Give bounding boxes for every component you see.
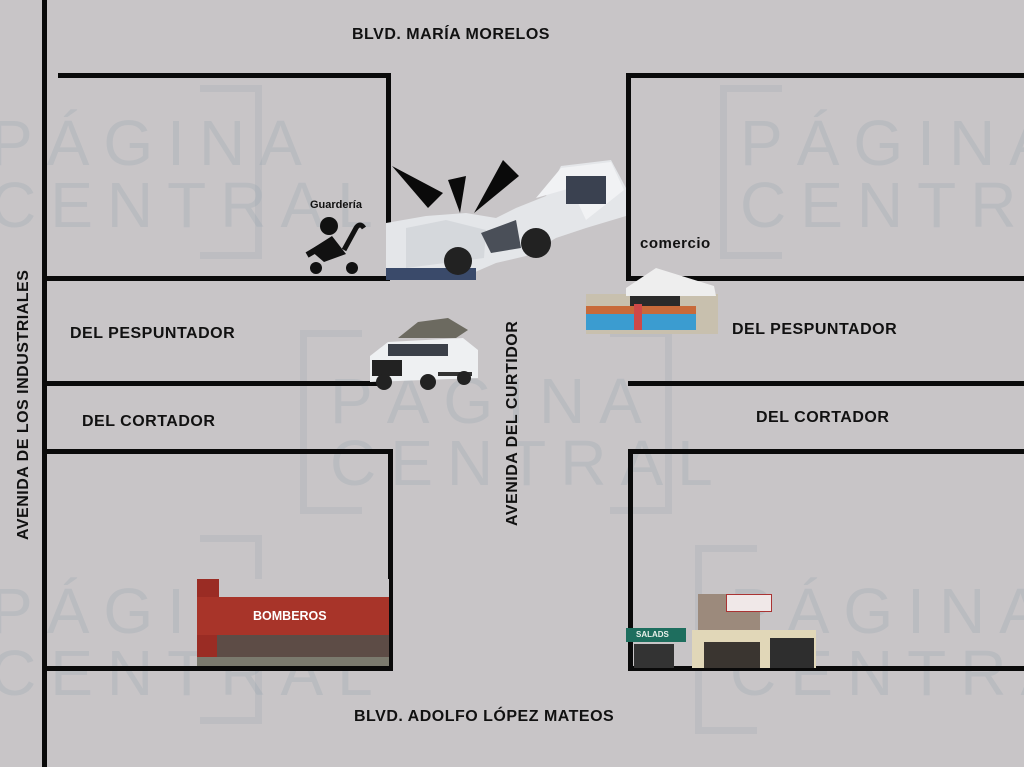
watermark-bracket — [200, 85, 262, 259]
watermark-bracket — [300, 330, 362, 514]
watermark: PÁGINA CENTRAL — [0, 107, 387, 241]
store-photo: SALADS — [624, 592, 816, 668]
watermark: PÁGINA CENTRAL — [740, 107, 1024, 241]
street-label-left: AVENIDA DE LOS INDUSTRIALES — [15, 269, 32, 540]
block-edge — [44, 381, 384, 386]
street-label-center: AVENIDA DEL CURTIDOR — [504, 320, 521, 526]
block-edge — [386, 73, 391, 280]
block-edge — [626, 73, 631, 280]
crash-photo — [386, 160, 626, 280]
fire-station-photo: BOMBEROS — [197, 579, 389, 666]
watermark-bracket — [720, 85, 782, 259]
block-edge — [44, 449, 392, 454]
market-stall-photo — [586, 268, 718, 334]
block-edge — [44, 276, 390, 281]
block-edge — [628, 449, 1024, 454]
block-edge — [626, 276, 1024, 281]
store-sign: SALADS — [626, 628, 686, 642]
street-label-pespuntador-right: DEL PESPUNTADOR — [732, 321, 898, 338]
block-edge — [626, 73, 1024, 78]
street-label-cortador-right: DEL CORTADOR — [756, 409, 890, 426]
commerce-label: comercio — [640, 235, 711, 252]
fire-station-sign: BOMBEROS — [253, 609, 327, 623]
impact-icon — [392, 160, 519, 213]
national-guard-truck-photo — [370, 318, 478, 390]
block-edge — [628, 381, 1024, 386]
street-label-cortador-left: DEL CORTADOR — [82, 413, 216, 430]
block-edge — [628, 666, 1024, 671]
watermark-bracket — [610, 330, 672, 514]
block-edge — [628, 449, 633, 671]
block-edge — [44, 666, 392, 671]
block-edge — [388, 449, 393, 671]
daycare-label: Guardería — [310, 199, 362, 211]
stroller-icon — [305, 217, 366, 274]
street-label-top: BLVD. MARÍA MORELOS — [352, 26, 550, 43]
block-edge — [58, 73, 390, 78]
street-label-pespuntador-left: DEL PESPUNTADOR — [70, 325, 236, 342]
street-label-bottom: BLVD. ADOLFO LÓPEZ MATEOS — [354, 708, 615, 725]
